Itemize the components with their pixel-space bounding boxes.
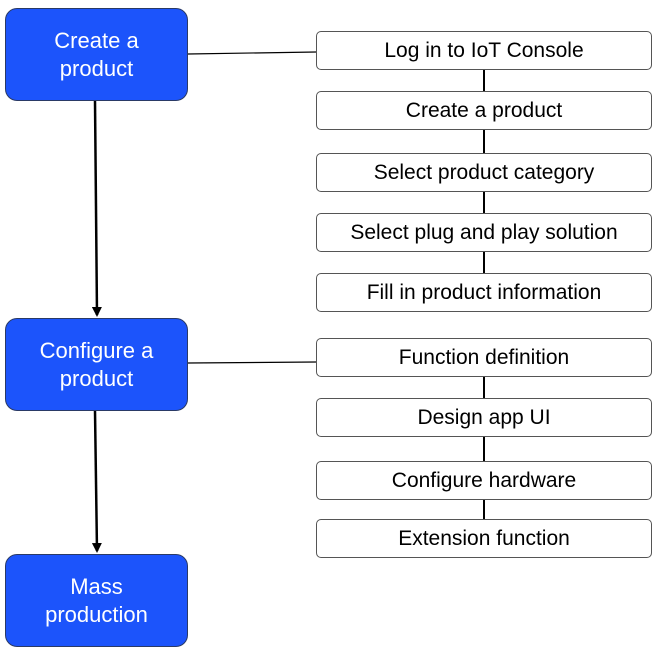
connector-configure-to-steps — [187, 361, 317, 364]
step-select-solution: Select plug and play solution — [316, 213, 652, 252]
step-configure-hardware: Configure hardware — [316, 461, 652, 500]
stage-configure-product: Configure a product — [5, 318, 188, 411]
step-design-app-ui: Design app UI — [316, 398, 652, 437]
step-log-in: Log in to IoT Console — [316, 31, 652, 70]
arrow-create-to-configure — [91, 100, 102, 317]
step-create-product: Create a product — [316, 91, 652, 130]
step-fill-info: Fill in product information — [316, 273, 652, 312]
step-extension-function: Extension function — [316, 519, 652, 558]
stage-mass-production: Mass production — [5, 554, 188, 647]
step-function-definition: Function definition — [316, 338, 652, 377]
arrow-configure-to-mass — [91, 410, 102, 553]
step-select-category: Select product category — [316, 153, 652, 192]
stage-create-product: Create a product — [5, 8, 188, 101]
connector-create-to-steps — [187, 51, 317, 55]
